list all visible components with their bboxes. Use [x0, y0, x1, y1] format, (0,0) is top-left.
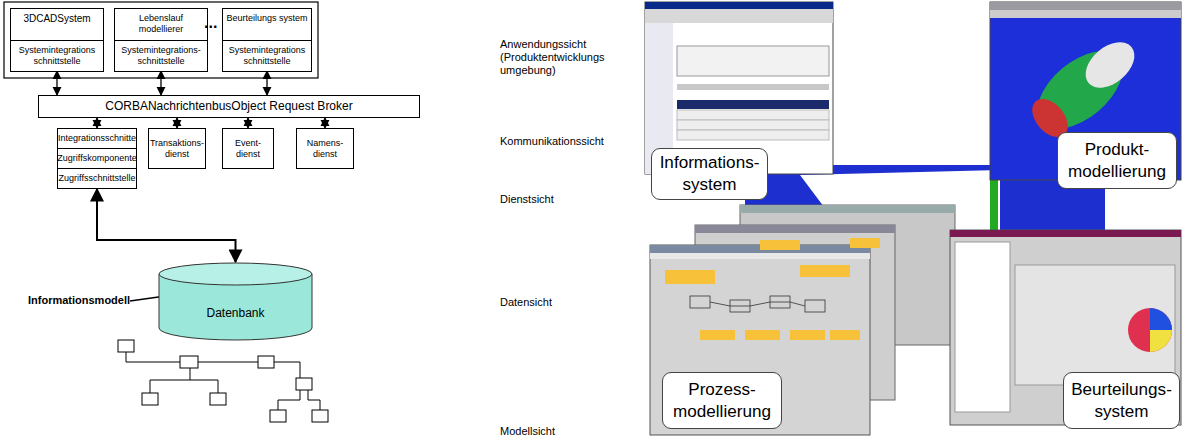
interface-compartment: Systemintegrations schnittstelle — [223, 40, 311, 71]
node-text: Datenbank — [204, 306, 266, 320]
view-label: Anwendungssicht (Produktentwicklungs umg… — [500, 38, 612, 77]
service-box: Namens- dienst — [296, 128, 354, 169]
model-label: Informationsmodell — [28, 294, 130, 307]
node-text: Integrationsschnitte — [56, 133, 138, 144]
node-text: Lebenslauf modellierer — [115, 13, 207, 35]
interface-compartment: Systemintegrations schnittstelle — [11, 40, 103, 71]
cylinder-shape — [158, 262, 313, 342]
connector — [176, 118, 177, 128]
application-box: 3DCADSystemSystemintegrations schnittste… — [10, 8, 104, 72]
callout-box: Produkt- modellierung — [1057, 132, 1177, 189]
model-tree — [118, 340, 328, 422]
view-label: Datensicht — [500, 296, 620, 309]
application-box: Lebenslauf modelliererSystemintegrations… — [114, 8, 208, 72]
application-box: Beurteilungs systemSystemintegrations sc… — [222, 8, 312, 72]
message-bus: CORBANachrichtenbusObject Request Broker — [38, 95, 420, 118]
node-text: Zugriffsschnittstelle — [57, 173, 138, 184]
view-label: Dienstsicht — [500, 193, 620, 206]
connector — [324, 118, 325, 128]
view-label: Kommunikationssicht — [500, 135, 620, 148]
callout-box: Informations- system — [651, 148, 768, 200]
node-text: Beurteilungs system — [224, 13, 309, 24]
node-text: Transaktions- dienst — [148, 138, 206, 160]
node-text: Systemintegrations schnittstelle — [223, 45, 311, 67]
connector — [266, 71, 267, 95]
callout-box: Prozess- modellierung — [662, 372, 782, 429]
dots: ... — [204, 16, 224, 29]
connector — [97, 189, 236, 262]
service-box: Zugriffskomponente — [57, 148, 137, 169]
node-text: Systemintegrations schnittstelle — [11, 45, 103, 67]
connector — [56, 71, 57, 95]
node-text: 3DCADSystem — [21, 13, 92, 24]
node-text: Object Request Broker — [231, 101, 352, 112]
connector — [96, 118, 97, 128]
screenshot-collage — [645, 2, 1181, 435]
environment-frame — [4, 2, 318, 78]
node-text: CORBANachrichtenbus — [105, 101, 231, 112]
connector — [160, 71, 161, 95]
connector — [247, 118, 248, 128]
node-text: Systemintegrations- schnittstelle — [115, 45, 207, 67]
node-text: Event- dienst — [223, 138, 273, 160]
interface-compartment: Systemintegrations- schnittstelle — [115, 40, 207, 71]
callout-box: Beurteilungs- system — [1063, 372, 1180, 429]
node-text: Produkt- modellierung — [1058, 139, 1176, 183]
node-text: Namens- dienst — [297, 138, 353, 160]
node-text: Zugriffskomponente — [55, 153, 138, 164]
service-box: Event- dienst — [222, 128, 274, 169]
service-box: Integrationsschnitte — [57, 128, 137, 149]
database-cylinder: Datenbank — [158, 262, 313, 342]
service-box: Zugriffsschnittstelle — [57, 168, 137, 189]
service-box: Transaktions- dienst — [148, 128, 206, 169]
view-label: Modellsicht — [500, 425, 620, 438]
node-text: Beurteilungs- system — [1064, 379, 1179, 423]
node-text: Prozess- modellierung — [663, 379, 781, 423]
node-text: Informations- system — [652, 152, 767, 196]
